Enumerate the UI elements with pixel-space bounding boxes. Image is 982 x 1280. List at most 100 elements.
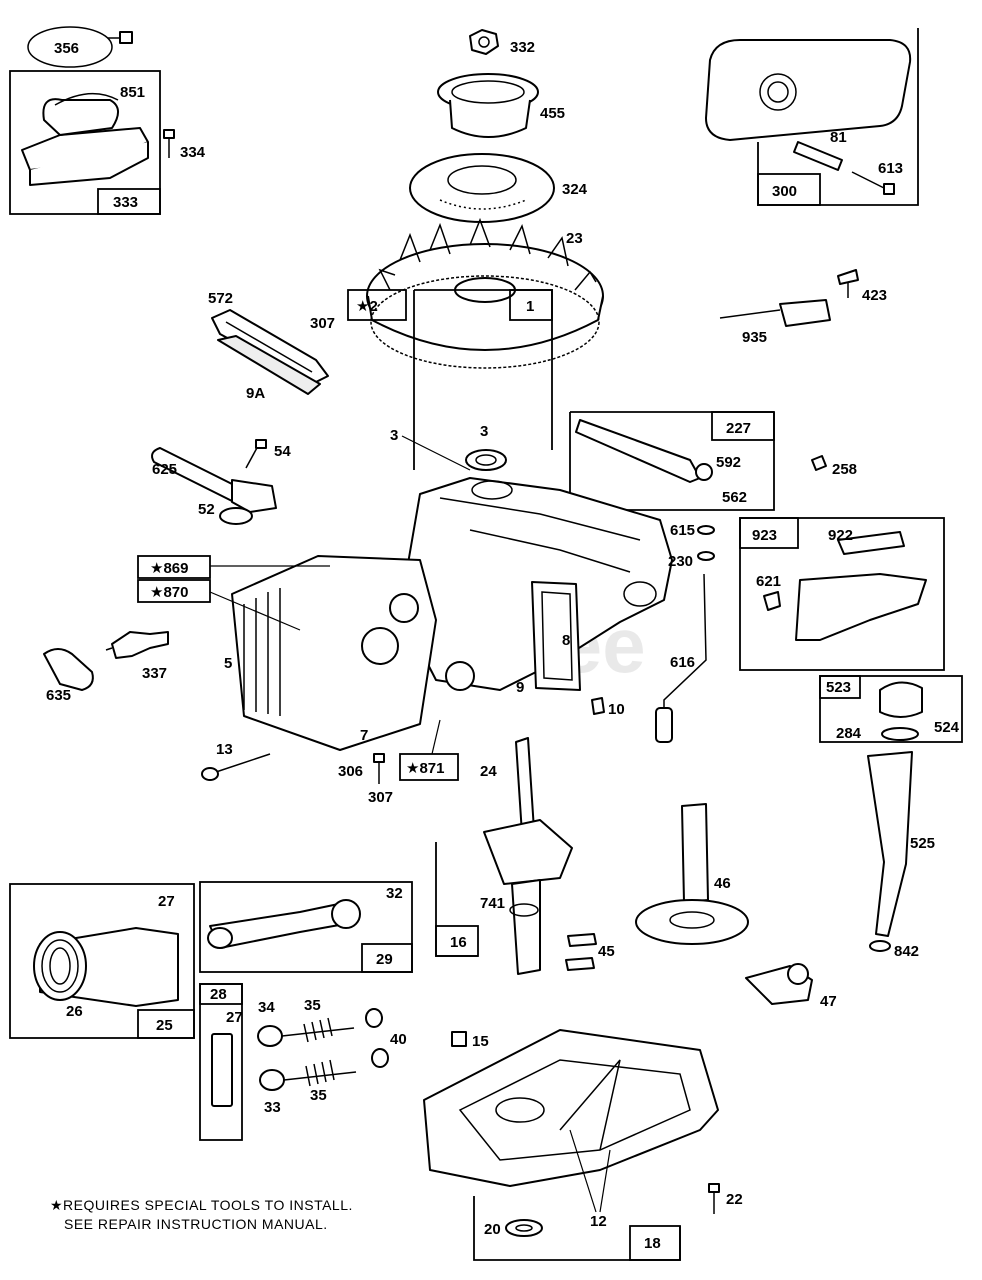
callout-870: ★870 [150, 584, 188, 601]
callout-1: 1 [526, 298, 534, 315]
group-box-1 [347, 289, 553, 470]
part-625-breather [151, 447, 277, 513]
callout-35a: 35 [304, 997, 321, 1014]
callout-27b: 27 [226, 1009, 243, 1026]
part-258-screw [811, 455, 827, 471]
part-616-link [655, 573, 707, 743]
callout-871: ★871 [406, 760, 444, 777]
part-46-camshaft [635, 803, 749, 945]
callout-423: 423 [862, 287, 887, 304]
callout-10: 10 [608, 701, 625, 718]
callout-635: 635 [46, 687, 71, 704]
part-3-seal [465, 449, 507, 471]
callout-625: 625 [152, 461, 177, 478]
callout-337: 337 [142, 665, 167, 682]
callout-227: 227 [726, 420, 751, 437]
callout-8: 8 [562, 632, 570, 649]
callout-869: ★869 [150, 560, 188, 577]
part-300-muffler [705, 28, 919, 206]
part-227-brake [569, 411, 775, 511]
callout-615: 615 [670, 522, 695, 539]
part-34-valve [257, 1017, 355, 1047]
callout-22: 22 [726, 1191, 743, 1208]
callout-45: 45 [598, 943, 615, 960]
part-334-screw [163, 129, 175, 158]
callout-923: 923 [752, 527, 777, 544]
callout-15: 15 [472, 1033, 489, 1050]
callout-5: 5 [224, 655, 232, 672]
callout-616: 616 [670, 654, 695, 671]
part-10-screw [591, 697, 605, 715]
callout-52: 52 [198, 501, 215, 518]
callout-324: 324 [562, 181, 588, 198]
callout-621: 621 [756, 573, 781, 590]
part-356-wire [27, 26, 133, 68]
callout-34: 34 [258, 999, 275, 1016]
callout-307a: 307 [310, 315, 335, 332]
callout-332: 332 [510, 39, 535, 56]
callout-13: 13 [216, 741, 233, 758]
part-18-sump [423, 1029, 719, 1261]
part-8-gasket [531, 581, 581, 691]
callout-12: 12 [590, 1213, 607, 1230]
callout-842: 842 [894, 943, 919, 960]
part-15-plug [451, 1031, 467, 1047]
part-455-cup [437, 73, 539, 138]
part-935-switch [719, 299, 831, 327]
callout-28: 28 [210, 986, 227, 1003]
part-28-pin [199, 983, 243, 1141]
callout-455: 455 [540, 105, 565, 122]
callout-592: 592 [716, 454, 741, 471]
part-333-armature [9, 70, 161, 215]
callout-24: 24 [480, 763, 497, 780]
callout-333: 333 [113, 194, 138, 211]
part-423-screw [837, 269, 859, 298]
part-615-washer [697, 525, 715, 561]
callout-47: 47 [820, 993, 837, 1010]
callout-18: 18 [644, 1235, 661, 1252]
callout-25: 25 [156, 1017, 173, 1034]
part-307-screw [373, 753, 385, 784]
callout-922: 922 [828, 527, 853, 544]
part-47-gear [745, 963, 813, 1005]
part-572-gasket [211, 309, 329, 395]
callout-81: 81 [830, 129, 847, 146]
footnote-line-1: ★REQUIRES SPECIAL TOOLS TO INSTALL. [50, 1197, 353, 1213]
callout-356: 356 [54, 40, 79, 57]
callout-40: 40 [390, 1031, 407, 1048]
footnote: ★REQUIRES SPECIAL TOOLS TO INSTALL. SEE … [50, 1196, 353, 1234]
callout-7: 7 [360, 727, 368, 744]
callout-9a: 9A [246, 385, 265, 402]
part-13-bolt [201, 753, 271, 781]
part-33-valve [259, 1059, 357, 1091]
part-337-spark-plug [105, 631, 169, 659]
part-923-governor [739, 517, 945, 671]
callout-562: 562 [722, 489, 747, 506]
callout-box-869 [137, 555, 211, 579]
part-40-washers [365, 1008, 389, 1068]
callout-3b: 3 [480, 423, 488, 440]
callout-26: 26 [66, 1003, 83, 1020]
callout-29: 29 [376, 951, 393, 968]
callout-9: 9 [516, 679, 524, 696]
part-29-connecting-rod [199, 881, 413, 973]
part-332-nut [469, 29, 499, 55]
callout-box-870 [137, 579, 211, 603]
callout-2: ★2 [356, 298, 378, 315]
part-45-screws [565, 933, 597, 971]
callout-935: 935 [742, 329, 767, 346]
callout-20: 20 [484, 1221, 501, 1238]
part-22-screw [708, 1183, 720, 1214]
callout-741: 741 [480, 895, 505, 912]
callout-284: 284 [836, 725, 862, 742]
callout-306: 306 [338, 763, 363, 780]
callout-524: 524 [934, 719, 960, 736]
callout-35b: 35 [310, 1087, 327, 1104]
part-81-plate [793, 141, 843, 171]
callout-box-871 [399, 753, 459, 781]
part-54-screw [245, 439, 267, 469]
part-20-seal [505, 1219, 543, 1237]
callout-27a: 27 [158, 893, 175, 910]
callout-258: 258 [832, 461, 857, 478]
part-324-screen [409, 153, 555, 223]
